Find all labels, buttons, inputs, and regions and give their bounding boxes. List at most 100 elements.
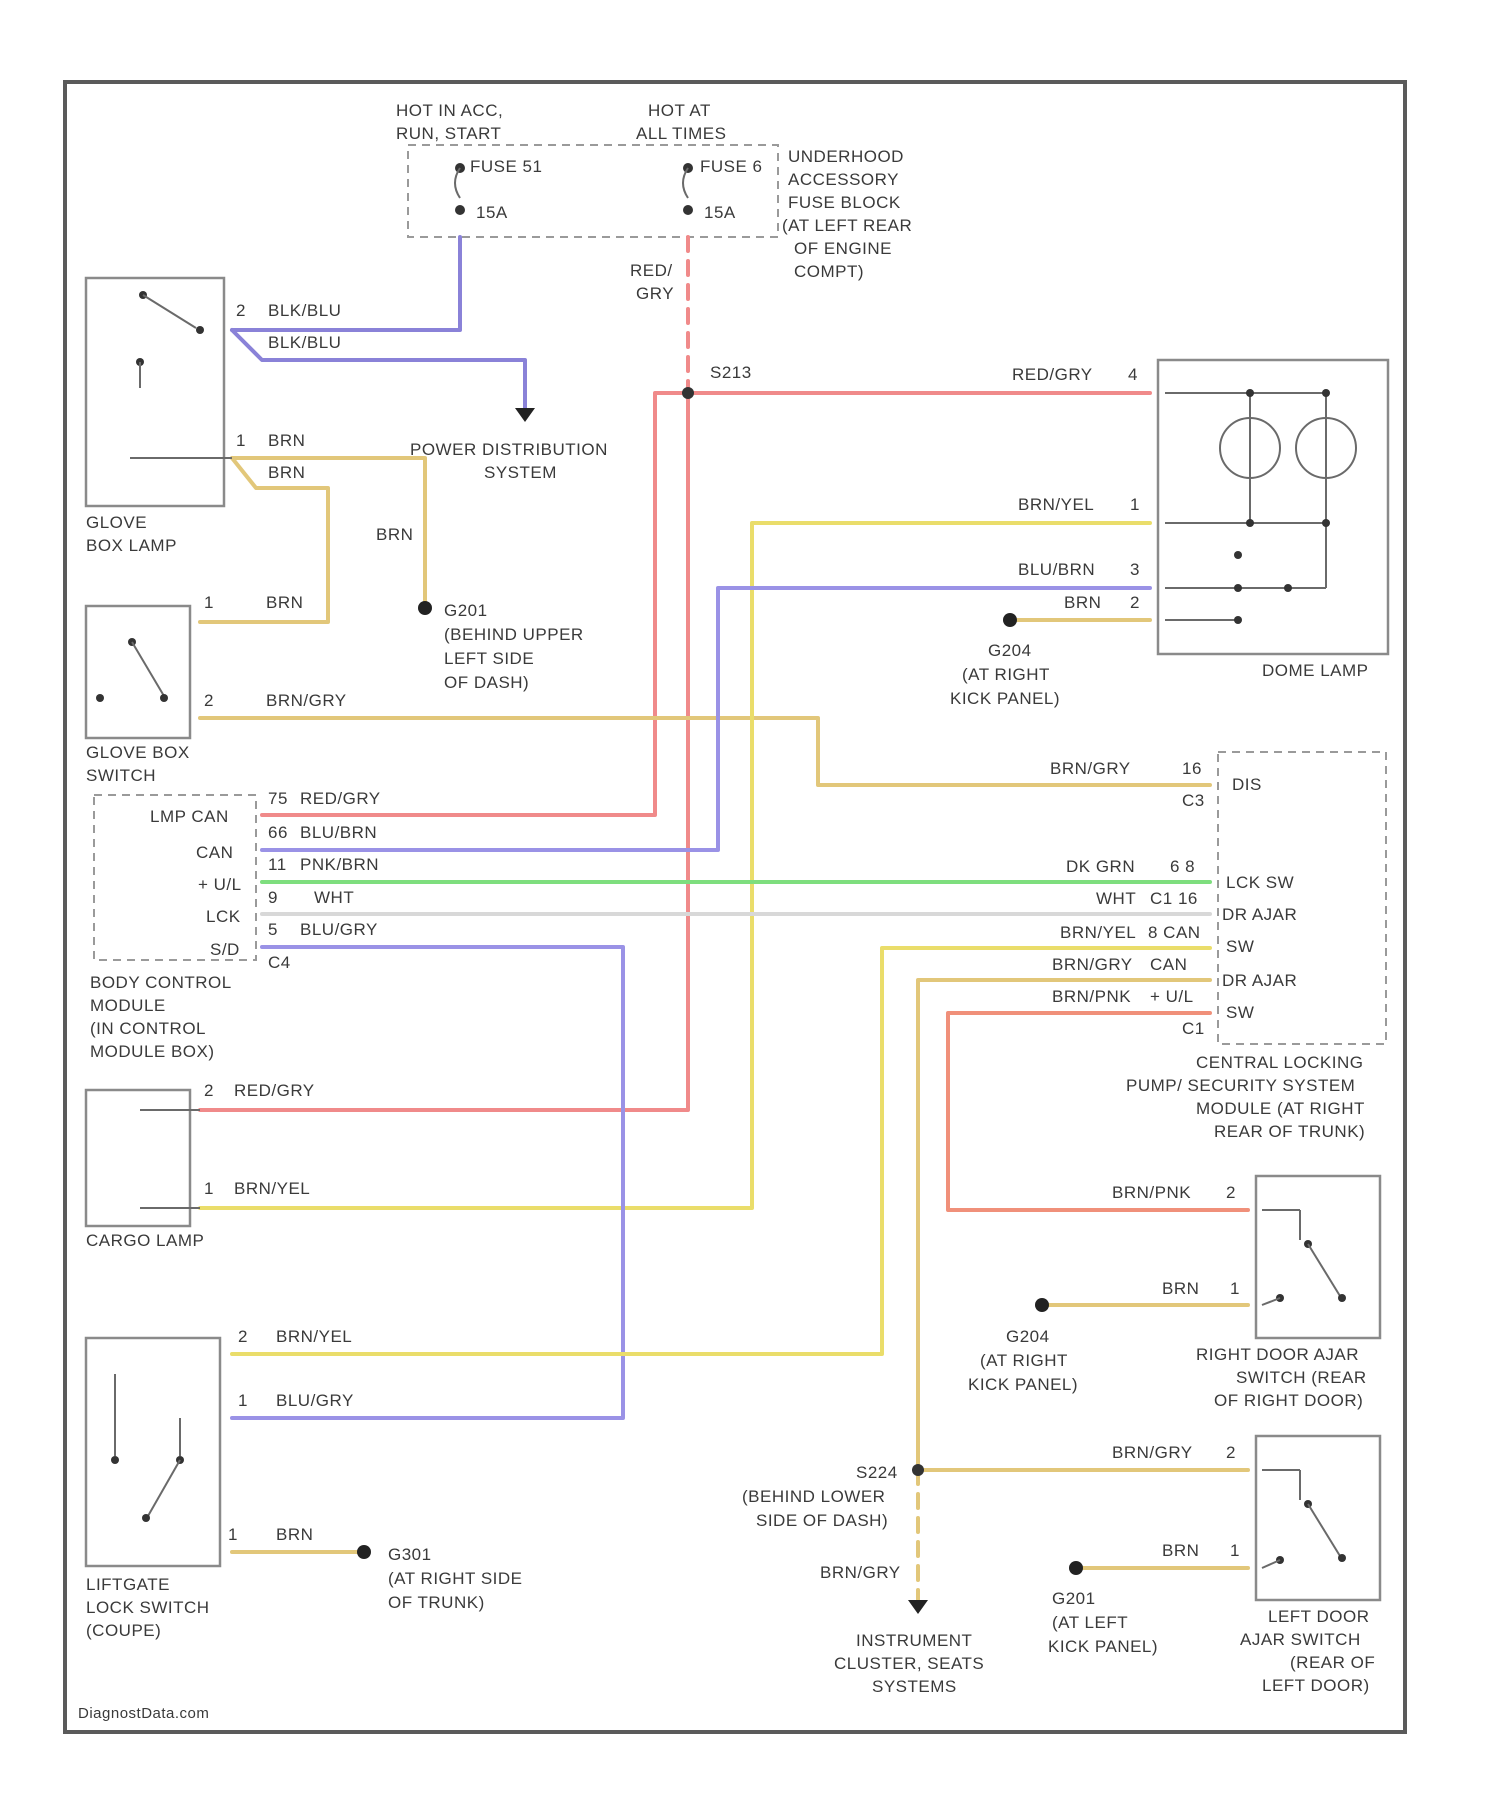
liftgate-wire1: BLU/GRY	[276, 1391, 354, 1410]
bcm-pin-num-75: 75	[268, 789, 288, 808]
bcm-name-4: MODULE BOX)	[90, 1042, 215, 1061]
cm-row0-label: DIS	[1232, 775, 1262, 794]
cargo-pin1: 1	[204, 1179, 214, 1198]
g201b-desc-1: (AT LEFT	[1052, 1613, 1128, 1632]
glove-lamp-wire-a: BLK/BLU	[268, 301, 341, 320]
cm-row5-pin: + U/L	[1150, 987, 1194, 1006]
cm-row4-label: DR AJAR	[1222, 971, 1297, 990]
g301-ground	[357, 1545, 371, 1559]
liftgate-pin2: 2	[238, 1327, 248, 1346]
liftgate-wire-g: BRN	[276, 1525, 313, 1544]
fuse-left-caption-2: RUN, START	[396, 124, 501, 143]
g204a-name: G204	[988, 641, 1032, 660]
power-dist-label-1: POWER DISTRIBUTION	[410, 440, 608, 459]
rd-name-2: SWITCH (REAR	[1236, 1368, 1367, 1387]
dome-pin2: 2	[1130, 593, 1140, 612]
cm-name-2: PUMP/ SECURITY SYSTEM	[1126, 1076, 1355, 1095]
fuse-block-name-3: FUSE BLOCK	[788, 193, 901, 212]
cm-row2-wire: WHT	[1096, 889, 1136, 908]
wire-brn-yel-liftgate	[232, 948, 1210, 1354]
bcm-wire-9: WHT	[314, 888, 354, 907]
liftgate-name-2: LOCK SWITCH	[86, 1598, 210, 1617]
red-gry-label-2: GRY	[636, 284, 674, 303]
fuse-block-name-5: OF ENGINE	[794, 239, 892, 258]
ld-name-1: LEFT DOOR	[1268, 1607, 1369, 1626]
g301-desc-1: (AT RIGHT SIDE	[388, 1569, 523, 1588]
instrument-label-3: SYSTEMS	[872, 1677, 957, 1696]
cm-row1-wire: DK GRN	[1066, 857, 1135, 876]
instrument-label-2: CLUSTER, SEATS	[834, 1654, 984, 1673]
glove-box-switch-symbol	[96, 638, 168, 702]
bcm-wire-75: RED/GRY	[300, 789, 381, 808]
cm-name-4: REAR OF TRUNK)	[1214, 1122, 1365, 1141]
dome-wire3: BLU/BRN	[1018, 560, 1095, 579]
g204a-ground	[1003, 613, 1017, 627]
dome-pin4: 4	[1128, 365, 1138, 384]
s224-desc-1: (BEHIND LOWER	[742, 1487, 885, 1506]
bcm-pin-num-66: 66	[268, 823, 288, 842]
glove-box-switch-box	[86, 606, 190, 738]
glove-box-lamp-box	[86, 278, 224, 506]
cm-c1: C1	[1182, 1019, 1205, 1038]
bcm-pin-num-11: 11	[268, 855, 287, 874]
bcm-wire-labels: 75 RED/GRY 66 BLU/BRN 11 PNK/BRN 9 WHT 5…	[268, 789, 381, 939]
fuse-b-rating: 15A	[704, 203, 736, 222]
bcm-name-3: (IN CONTROL	[90, 1019, 206, 1038]
g301-desc-2: OF TRUNK)	[388, 1593, 485, 1612]
glove-switch-wire1: BRN	[266, 593, 303, 612]
cargo-pin2: 2	[204, 1081, 214, 1100]
liftgate-switch-box	[86, 1338, 220, 1566]
liftgate-name-3: (COUPE)	[86, 1621, 161, 1640]
bcm-wire-66: BLU/BRN	[300, 823, 377, 842]
glove-lamp-pin2: 2	[236, 301, 246, 320]
fuse-block-name-6: COMPT)	[794, 262, 864, 281]
cm-row4-wire: BRN/GRY	[1052, 955, 1133, 974]
g201-desc-3: OF DASH)	[444, 673, 529, 692]
rd-name-3: OF RIGHT DOOR)	[1214, 1391, 1363, 1410]
dome-wire1: BRN/YEL	[1018, 495, 1094, 514]
glove-switch-name-1: GLOVE BOX	[86, 743, 190, 762]
wire-brn-gry-s224	[918, 980, 1210, 1470]
liftgate-name-1: LIFTGATE	[86, 1575, 170, 1594]
cargo-wire1: BRN/YEL	[234, 1179, 310, 1198]
glove-switch-name-2: SWITCH	[86, 766, 156, 785]
dome-wire4: RED/GRY	[1012, 365, 1093, 384]
liftgate-wire2: BRN/YEL	[276, 1327, 352, 1346]
liftgate-pin-g: 1	[228, 1525, 238, 1544]
bcm-pin-label-lck: LCK	[206, 907, 241, 926]
right-door-switch-symbol	[1262, 1210, 1346, 1305]
cm-name-1: CENTRAL LOCKING	[1196, 1053, 1363, 1072]
fuse-a-rating: 15A	[476, 203, 508, 222]
fuse-block-name-4: (AT LEFT REAR	[782, 216, 912, 235]
dome-lamp-box	[1158, 360, 1388, 654]
dome-pin3: 3	[1130, 560, 1140, 579]
splice-s213-label: S213	[710, 363, 752, 382]
rd-pin1: 1	[1230, 1279, 1240, 1298]
bcm-pin-labels: LMP CAN CAN + U/L LCK S/D	[150, 807, 242, 959]
fuse-right-caption-1: HOT AT	[648, 101, 711, 120]
left-door-switch-symbol	[1262, 1470, 1346, 1568]
ld-pin1: 1	[1230, 1541, 1240, 1560]
g201-desc-2: LEFT SIDE	[444, 649, 534, 668]
s224-wire: BRN/GRY	[820, 1563, 901, 1582]
cm-row3-pin: 8 CAN	[1148, 923, 1201, 942]
red-gry-label-1: RED/	[630, 261, 673, 280]
cm-row1-label: LCK SW	[1226, 873, 1294, 892]
g301-name: G301	[388, 1545, 432, 1564]
cm-row4-pin: CAN	[1150, 955, 1187, 974]
bcm-pin-num-5: 5	[268, 920, 278, 939]
bcm-pin-label-lmp: LMP CAN	[150, 807, 229, 826]
bcm-pin-label-sd: S/D	[210, 940, 240, 959]
fuse-block-name-2: ACCESSORY	[788, 170, 899, 189]
fuse-a-label: FUSE 51	[470, 157, 542, 176]
cm-row3-label: SW	[1226, 937, 1254, 956]
right-door-switch-box	[1256, 1176, 1380, 1338]
cm-row0-wire: BRN/GRY	[1050, 759, 1131, 778]
glove-lamp-pin1: 1	[236, 431, 246, 450]
g201-ground	[418, 601, 432, 615]
central-module-rows: BRN/GRY 16 DIS C3 DK GRN 6 8 LCK SW WHT …	[1050, 759, 1297, 1038]
s224-desc-2: SIDE OF DASH)	[756, 1511, 888, 1530]
fuse-b-label: FUSE 6	[700, 157, 763, 176]
glove-lamp-name-2: BOX LAMP	[86, 536, 177, 555]
fuse-block-name-1: UNDERHOOD	[788, 147, 904, 166]
